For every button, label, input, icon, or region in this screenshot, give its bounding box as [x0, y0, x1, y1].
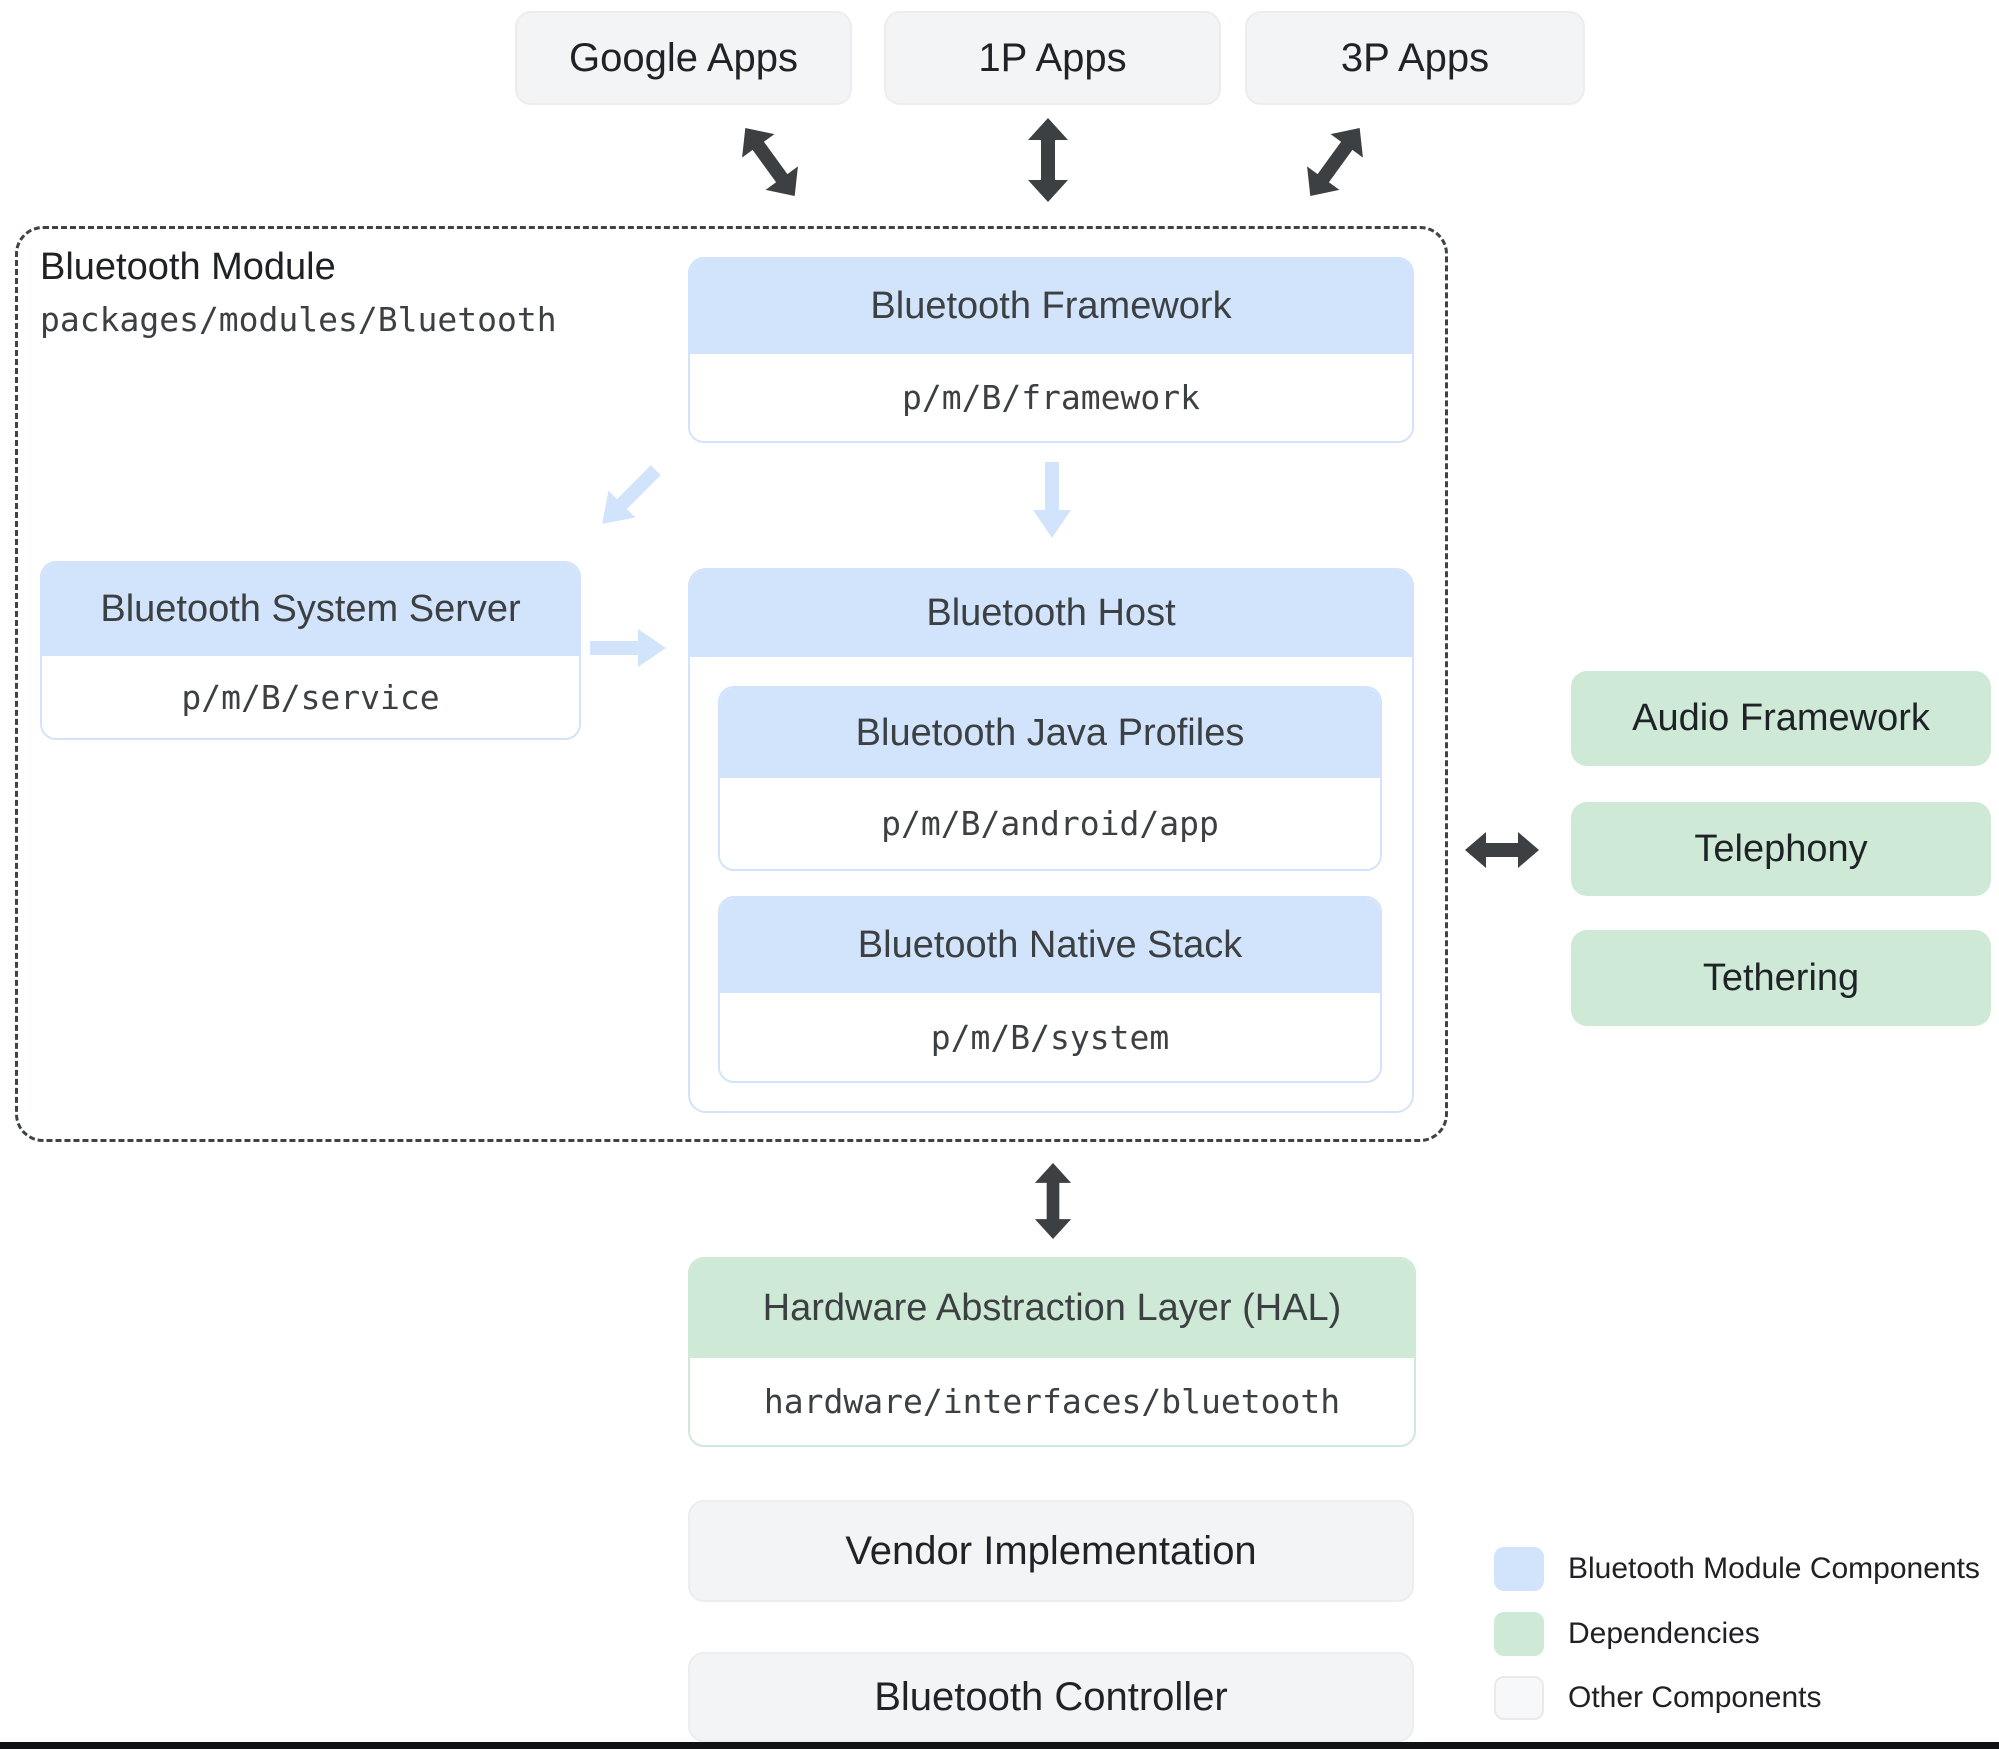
tethering-label: Tethering	[1702, 956, 1860, 999]
telephony-box: Telephony	[1571, 802, 1991, 896]
bluetooth-controller-label: Bluetooth Controller	[874, 1674, 1228, 1719]
google-apps-box: Google Apps	[515, 11, 852, 105]
legend-other-label: Other Components	[1568, 1681, 1822, 1714]
bluetooth-native-stack-box: Bluetooth Native Stack p/m/B/system	[718, 896, 1382, 1083]
host-dependencies-bidirectional-arrow-icon	[1465, 830, 1539, 870]
first-party-apps-module-bidirectional-arrow-icon	[1026, 118, 1070, 202]
hal-path: hardware/interfaces/bluetooth	[690, 1358, 1414, 1445]
bluetooth-system-server-box: Bluetooth System Server p/m/B/service	[40, 561, 581, 740]
vendor-implementation-label: Vendor Implementation	[845, 1528, 1257, 1573]
legend-other-swatch	[1494, 1676, 1544, 1720]
google-apps-module-bidirectional-arrow-icon	[728, 115, 813, 209]
legend-module-swatch	[1494, 1547, 1544, 1591]
audio-framework-label: Audio Framework	[1632, 697, 1930, 739]
bluetooth-framework-path: p/m/B/framework	[690, 354, 1412, 441]
bluetooth-module-path: packages/modules/Bluetooth	[40, 300, 557, 339]
bluetooth-java-profiles-box: Bluetooth Java Profiles p/m/B/android/ap…	[718, 686, 1382, 871]
module-hal-bidirectional-arrow-icon	[1031, 1163, 1075, 1239]
bluetooth-module-title: Bluetooth Module	[40, 246, 336, 288]
bluetooth-native-stack-title: Bluetooth Native Stack	[720, 898, 1380, 993]
first-party-apps-box: 1P Apps	[884, 11, 1221, 105]
system-server-to-host-arrow-icon	[590, 628, 666, 668]
legend-dependencies-label: Dependencies	[1568, 1617, 1760, 1650]
bluetooth-module-container	[15, 226, 1448, 1142]
bottom-edge-bar	[0, 1742, 1999, 1749]
bluetooth-native-stack-path: p/m/B/system	[720, 993, 1380, 1081]
legend-module-label: Bluetooth Module Components	[1568, 1552, 1980, 1585]
tethering-box: Tethering	[1571, 930, 1991, 1026]
legend-dependencies-swatch	[1494, 1612, 1544, 1656]
bluetooth-system-server-path: p/m/B/service	[42, 656, 579, 738]
hal-box: Hardware Abstraction Layer (HAL) hardwar…	[688, 1257, 1416, 1447]
first-party-apps-label: 1P Apps	[978, 35, 1127, 80]
framework-to-system-server-arrow-icon	[588, 456, 670, 538]
third-party-apps-module-bidirectional-arrow-icon	[1293, 115, 1378, 209]
audio-framework-box: Audio Framework	[1571, 671, 1991, 766]
third-party-apps-box: 3P Apps	[1245, 11, 1585, 105]
framework-to-host-arrow-icon	[1032, 462, 1072, 538]
hal-title: Hardware Abstraction Layer (HAL)	[690, 1259, 1414, 1358]
bluetooth-controller-box: Bluetooth Controller	[688, 1652, 1414, 1742]
bluetooth-java-profiles-title: Bluetooth Java Profiles	[720, 688, 1380, 778]
vendor-implementation-box: Vendor Implementation	[688, 1500, 1414, 1602]
bluetooth-framework-title: Bluetooth Framework	[690, 259, 1412, 354]
telephony-label: Telephony	[1694, 827, 1868, 870]
bluetooth-java-profiles-path: p/m/B/android/app	[720, 778, 1380, 869]
google-apps-label: Google Apps	[568, 35, 799, 80]
bluetooth-framework-box: Bluetooth Framework p/m/B/framework	[688, 257, 1414, 443]
bluetooth-system-server-title: Bluetooth System Server	[42, 563, 579, 656]
bluetooth-host-title: Bluetooth Host	[690, 570, 1412, 657]
third-party-apps-label: 3P Apps	[1340, 35, 1490, 80]
